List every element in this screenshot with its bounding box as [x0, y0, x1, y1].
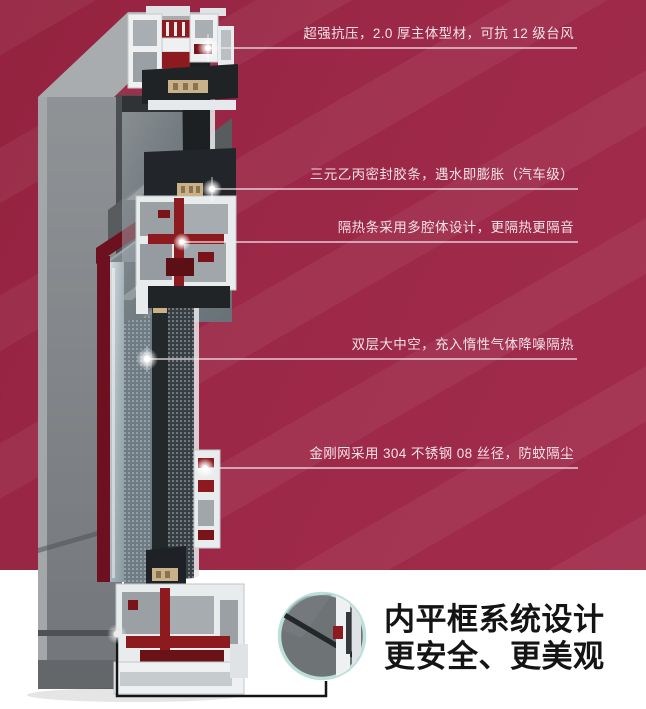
glass-pane-lower [110, 262, 124, 582]
callout-steel-mesh-label: 金刚网采用 304 不锈钢 08 丝径，防蚊隔尘 [309, 446, 574, 461]
footer-headline-line2: 更安全、更美观 [384, 639, 605, 674]
glass-stop-strip [97, 256, 110, 582]
footer-headline: 内平框系统设计 更安全、更美观 [384, 601, 605, 675]
callout-thermal-break-label: 隔热条采用多腔体设计，更隔热更隔音 [337, 220, 574, 235]
callout-epdm-seal: 三元乙丙密封胶条，遇水即膨胀（汽车级） [310, 166, 574, 184]
footer-headline-line1: 内平框系统设计 [384, 602, 605, 637]
mesh-center-mullion [152, 294, 168, 590]
callout-typhoon-resistance: 超强抗压，2.0 厚主体型材，可抗 12 级台风 [303, 25, 574, 43]
callout-thermal-break: 隔热条采用多腔体设计，更隔热更隔音 [338, 219, 574, 237]
callout-steel-mesh: 金刚网采用 304 不锈钢 08 丝径，防蚊隔尘 [309, 445, 574, 463]
leader-dots [136, 34, 222, 478]
callout-epdm-seal-label: 三元乙丙密封胶条，遇水即膨胀（汽车级） [309, 167, 574, 182]
wall-slab [27, 12, 243, 702]
leader-lines [147, 47, 578, 469]
detail-circle [277, 591, 367, 681]
security-mesh-front [124, 315, 152, 586]
callout-typhoon-resistance-label: 超强抗压，2.0 厚主体型材，可抗 12 级台风 [303, 26, 574, 41]
mid-rail-cross-section [135, 148, 237, 314]
security-mesh-rear [168, 289, 199, 580]
head-frame-cross-section [127, 6, 238, 110]
callout-double-glazing-label: 双层大中空，充入惰性气体降噪隔热 [351, 337, 574, 352]
detail-connector-line [107, 624, 328, 698]
callout-double-glazing: 双层大中空，充入惰性气体降噪隔热 [352, 336, 574, 354]
sill-cross-section [113, 449, 248, 695]
